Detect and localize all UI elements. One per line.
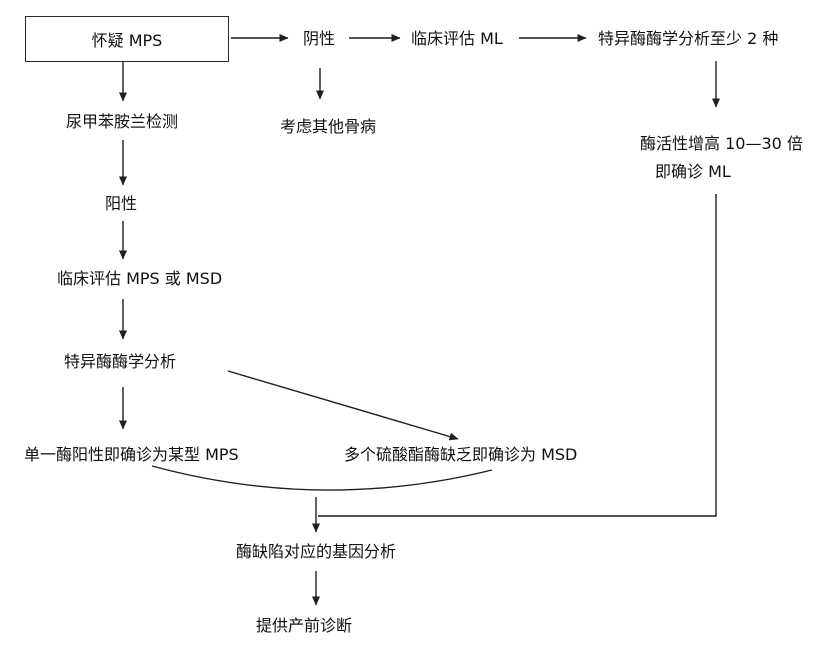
arrow-enzyme-to-multi-msd bbox=[227, 370, 459, 441]
node-gene-analysis: 酶缺陷对应的基因分析 bbox=[236, 542, 397, 561]
node-single-enzyme-mps: 单一酶阳性即确诊为某型 MPS bbox=[24, 445, 239, 464]
node-clinical-eval-ml: 临床评估 ML bbox=[411, 29, 503, 48]
node-suspect-mps-label: 怀疑 MPS bbox=[91, 31, 163, 50]
node-enzyme-analysis-2: 特异酶酶学分析至少 2 种 bbox=[598, 29, 779, 48]
node-other-bone-disease: 考虑其他骨病 bbox=[280, 117, 377, 136]
node-enzyme-activity-line2: 即确诊 ML bbox=[655, 162, 731, 181]
node-enzyme-activity: 酶活性增高 10—30 倍 即确诊 ML bbox=[640, 134, 803, 182]
node-enzyme-activity-line1: 酶活性增高 10—30 倍 bbox=[640, 134, 803, 153]
converge-bracket-curve bbox=[151, 465, 493, 491]
node-clinical-eval-mps-msd: 临床评估 MPS 或 MSD bbox=[57, 269, 223, 288]
node-prenatal-diagnosis: 提供产前诊断 bbox=[256, 616, 353, 635]
node-multi-sulfatase-msd: 多个硫酸酯酶缺乏即确诊为 MSD bbox=[344, 445, 578, 464]
node-enzyme-analysis: 特异酶酶学分析 bbox=[64, 352, 177, 371]
node-positive: 阳性 bbox=[105, 194, 138, 213]
node-urine-test: 尿甲苯胺兰检测 bbox=[66, 112, 179, 131]
node-suspect-mps: 怀疑 MPS bbox=[25, 16, 229, 62]
right-branch-connector bbox=[318, 194, 717, 517]
node-negative: 阴性 bbox=[303, 29, 336, 48]
